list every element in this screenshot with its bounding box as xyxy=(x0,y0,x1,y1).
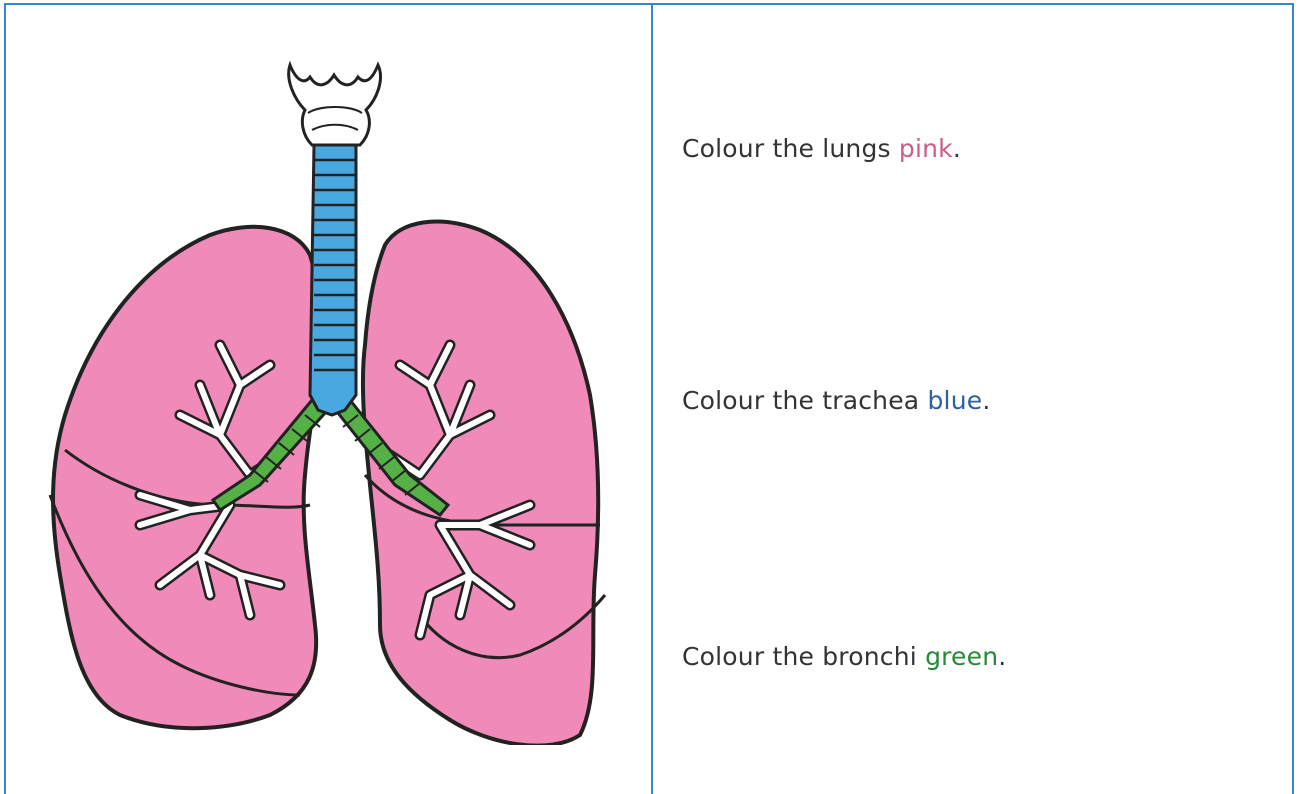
instruction-bronchi-period: . xyxy=(998,642,1006,671)
lungs-diagram xyxy=(20,55,620,745)
instruction-bronchi: Colour the bronchi green. xyxy=(682,642,1006,671)
instruction-lungs-text: Colour the lungs xyxy=(682,134,899,163)
instruction-trachea: Colour the trachea blue. xyxy=(682,386,990,415)
column-divider xyxy=(651,5,653,794)
colour-word-green: green xyxy=(925,642,998,671)
instruction-trachea-period: . xyxy=(982,386,990,415)
left-lung xyxy=(53,227,320,728)
colour-word-blue: blue xyxy=(927,386,982,415)
instruction-trachea-text: Colour the trachea xyxy=(682,386,927,415)
instruction-lungs-period: . xyxy=(953,134,961,163)
instruction-bronchi-text: Colour the bronchi xyxy=(682,642,925,671)
colour-word-pink: pink xyxy=(899,134,953,163)
larynx xyxy=(289,65,381,145)
instruction-lungs: Colour the lungs pink. xyxy=(682,134,961,163)
